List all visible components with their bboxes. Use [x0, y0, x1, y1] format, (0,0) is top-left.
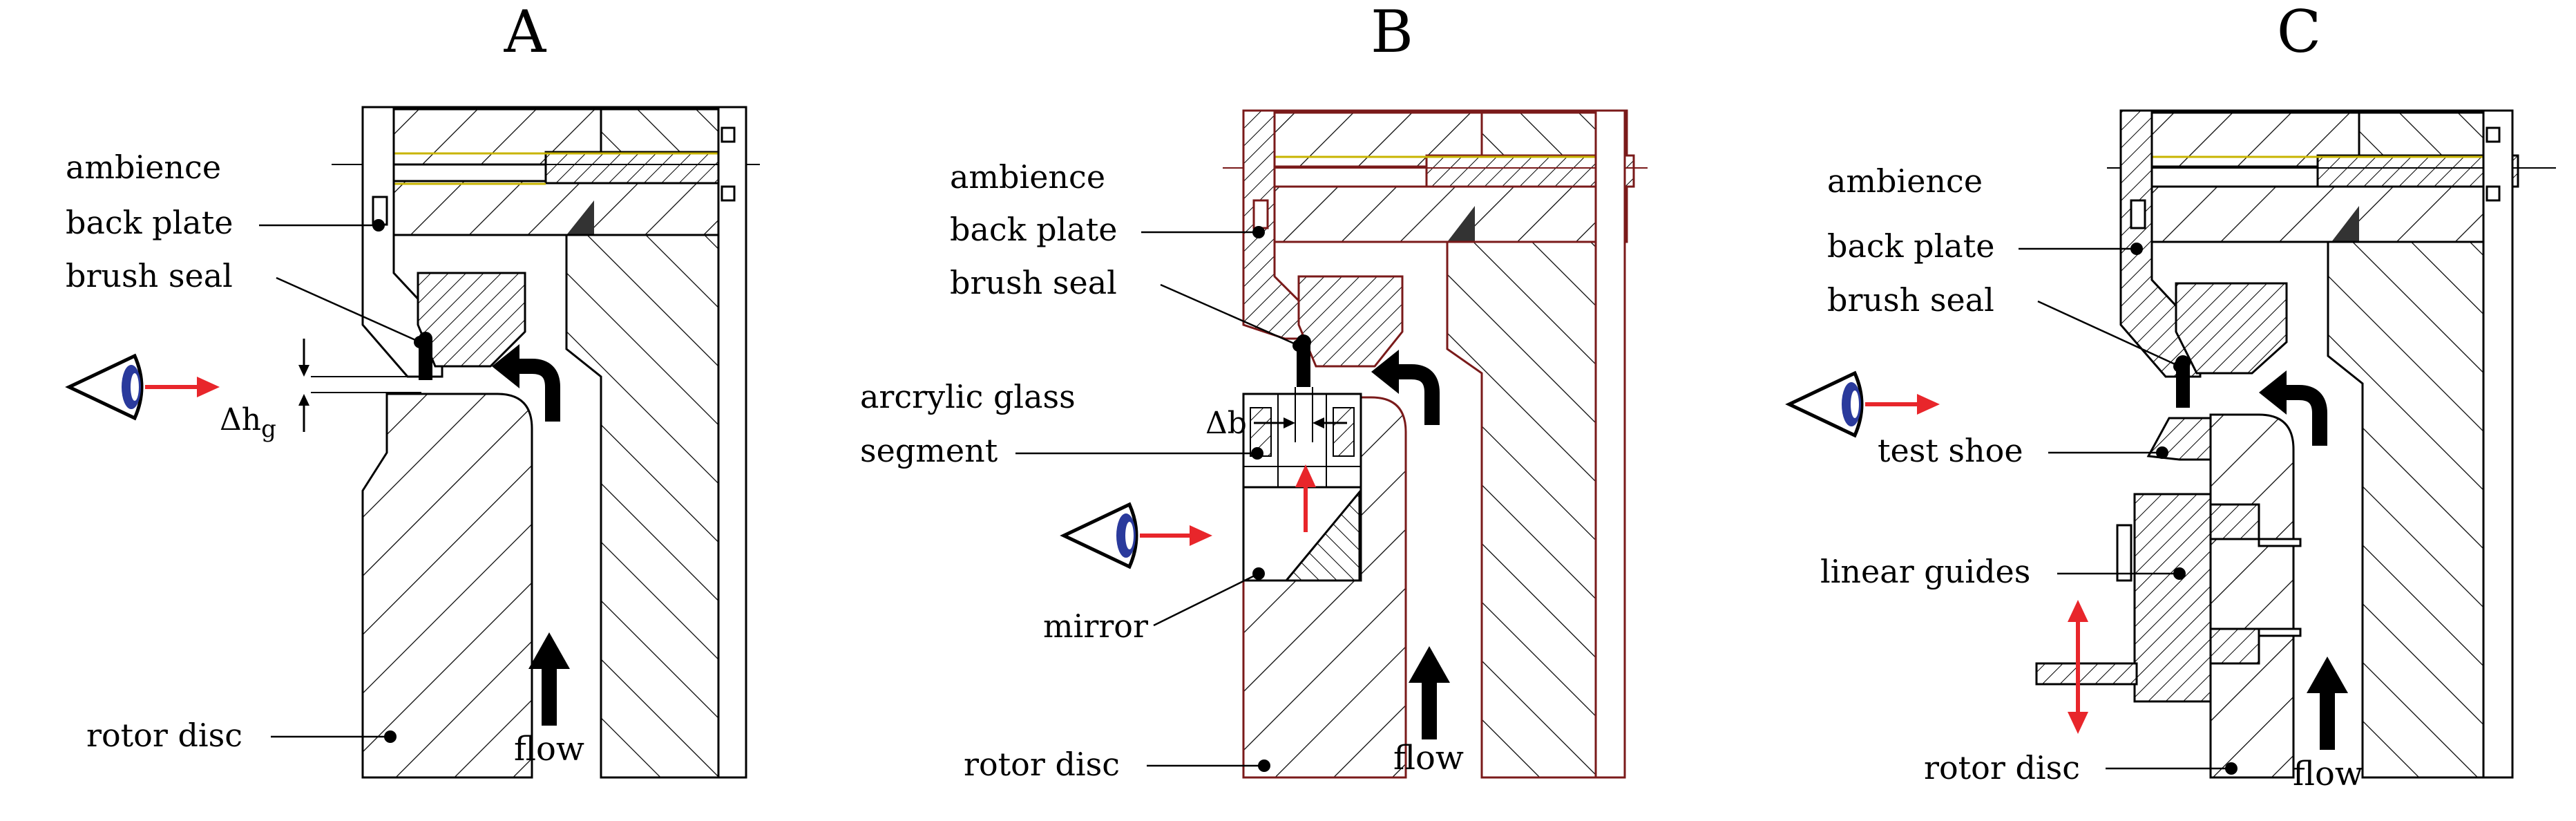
seal-holder: [2175, 282, 2288, 375]
curved-flow-arrow: [492, 344, 560, 422]
panel-b-title: B: [1371, 0, 1413, 66]
ambience-label: ambience: [950, 158, 1105, 196]
linear-guides: [2133, 493, 2212, 703]
bolt: [544, 151, 747, 185]
stator-housing: [565, 234, 720, 779]
brush-seal-bristles: [419, 339, 432, 380]
linear-guides-label: linear guides: [1820, 553, 2030, 590]
flow-arrow: [1409, 646, 1450, 739]
rotor-disc: [361, 393, 533, 779]
panel-b: B: [860, 0, 1648, 783]
panel-b-housing: [1223, 109, 1648, 779]
arcrylic-glass-label-line2: segment: [860, 432, 998, 469]
outer-wall: [717, 106, 747, 779]
reflected-view-arrow: [1295, 464, 1316, 532]
brush-seal-label: brush seal: [66, 257, 233, 294]
rotor-disc-label: rotor disc: [1924, 749, 2080, 786]
ambience-label: ambience: [66, 149, 221, 186]
gap-label: Δb: [1205, 406, 1247, 441]
flow-label: flow: [2293, 755, 2363, 793]
arcrylic-glass-label-line1: arcrylic glass: [860, 378, 1076, 415]
observer-eye-icon: [65, 353, 144, 421]
curved-flow-arrow: [1371, 350, 1440, 425]
rotor-disc: [2209, 413, 2295, 779]
rotor-disc-label: rotor disc: [86, 717, 242, 754]
brush-seal-bristles: [1297, 342, 1310, 387]
back-plate-label: back plate: [1827, 227, 1994, 265]
view-direction-arrow: [145, 377, 220, 397]
brush-seal-bristles: [2176, 363, 2190, 408]
gap-indicator: Δhg: [220, 339, 421, 443]
stator-housing: [1446, 240, 1597, 779]
gap-indicator: Δb: [1205, 387, 1347, 442]
observer-eye-icon: [1785, 370, 1864, 438]
gap-label: Δhg: [220, 402, 276, 443]
panel-a: A: [65, 0, 760, 779]
curved-flow-arrow: [2259, 370, 2327, 446]
panel-c-title: C: [2277, 0, 2321, 66]
outer-wall: [2482, 109, 2514, 779]
mirror: [1284, 489, 1361, 582]
stator-housing: [2327, 240, 2485, 779]
view-direction-arrow: [1140, 525, 1212, 546]
brush-seal-label: brush seal: [1827, 281, 1994, 319]
flow-label: flow: [1393, 739, 1464, 777]
panel-c: C: [1785, 0, 2556, 793]
ambience-label: ambience: [1827, 162, 1983, 200]
panel-a-title: A: [504, 0, 547, 66]
rotor-disc-label: rotor disc: [964, 746, 1120, 783]
brush-seal-label: brush seal: [950, 264, 1117, 301]
mirror-label: mirror: [1043, 607, 1148, 645]
flow-arrow: [528, 632, 570, 726]
outer-wall: [1594, 109, 1626, 779]
back-plate-label: back plate: [950, 211, 1117, 248]
flow-arrow: [2307, 657, 2348, 750]
seal-holder: [417, 272, 526, 368]
panel-c-housing: [2035, 109, 2556, 779]
back-plate-label: back plate: [66, 204, 233, 241]
view-direction-arrow: [1865, 394, 1940, 415]
test-shoe-label: test shoe: [1878, 432, 2023, 469]
adjustment-double-arrow: [2068, 600, 2088, 734]
observer-eye-icon: [1060, 502, 1138, 569]
flow-label: flow: [514, 730, 584, 768]
adjust-plate: [2035, 662, 2138, 686]
panel-a-housing: [332, 106, 760, 779]
seal-holder: [1297, 275, 1404, 368]
